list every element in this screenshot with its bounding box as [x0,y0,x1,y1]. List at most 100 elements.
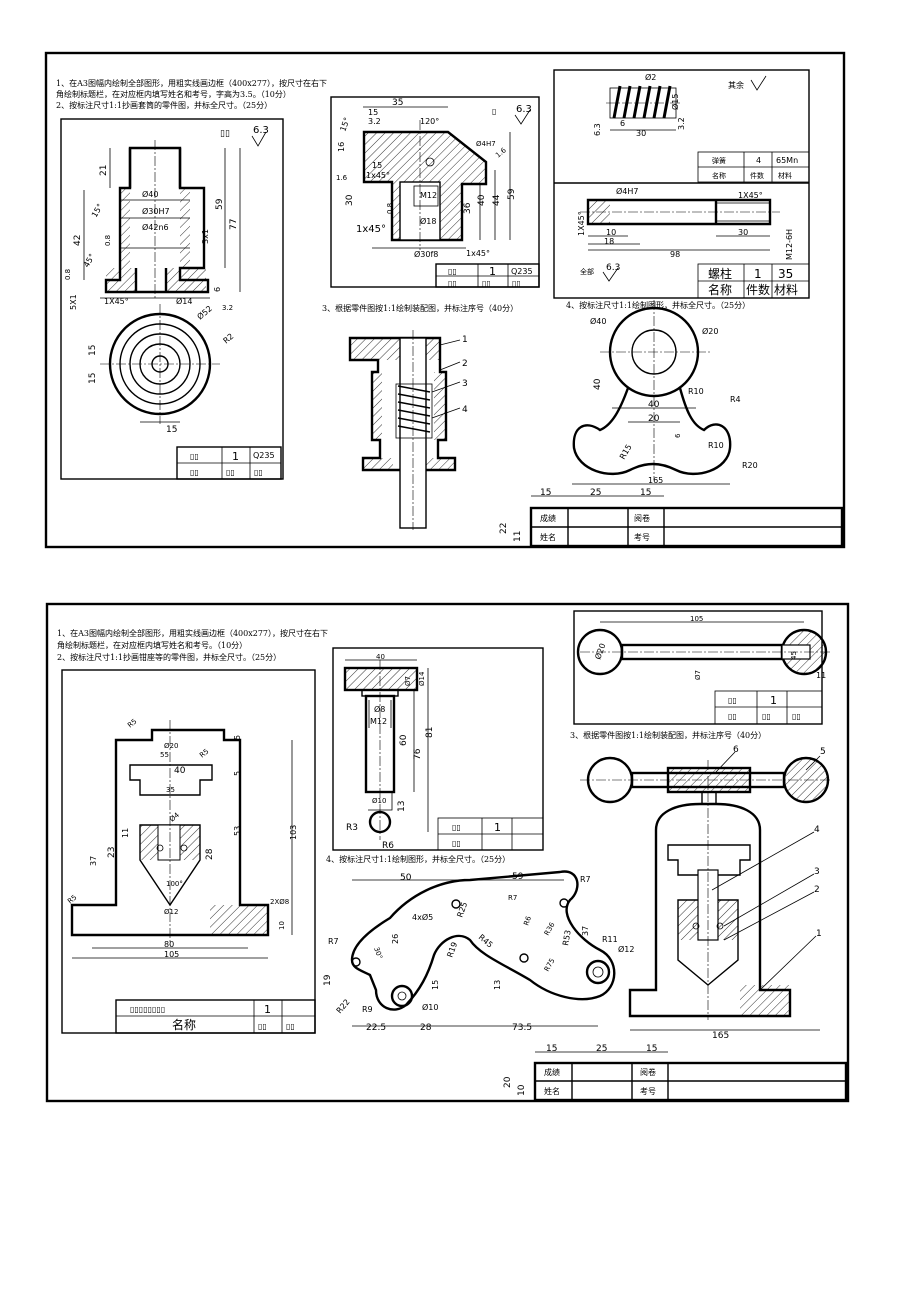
svg-text:▯▯: ▯▯ [286,1022,295,1031]
svg-text:98: 98 [670,250,680,259]
svg-text:阅卷: 阅卷 [634,513,650,523]
svg-text:R7: R7 [328,937,339,946]
svg-text:Ø18: Ø18 [420,216,436,226]
spring-screw-frame [553,69,810,299]
sleeve-drawing: ▯▯ 6.3 21 Ø40 Ø30H7 [60,118,284,480]
svg-text:2、按标注尺寸1:1抄画钳座等的零件图，并标全尺寸。（25分: 2、按标注尺寸1:1抄画钳座等的零件图，并标全尺寸。（25分） [57,652,281,662]
svg-text:25: 25 [596,1044,607,1054]
svg-text:5: 5 [820,747,826,757]
svg-text:▯▯: ▯▯ [254,468,263,477]
svg-text:Ø2: Ø2 [645,72,656,82]
instruction-line-1: 1、在A3图幅内绘制全部图形，用粗实线画边框（400x277），按尺寸在右下 [56,78,327,88]
svg-text:100°: 100° [166,880,183,888]
sheet-1-titleblock: 15 25 15 22 11 成绩 阅卷 姓名 考号 [499,488,844,548]
svg-text:1: 1 [816,929,822,939]
svg-text:10: 10 [278,921,286,930]
svg-text:R6: R6 [522,915,533,927]
svg-text:73.5: 73.5 [512,1023,532,1033]
svg-text:15: 15 [368,108,378,117]
svg-text:3: 3 [814,867,820,877]
handle-drawing: 105 Ø20 45 Ø7 11 ▯▯ ▯▯ 1 ▯▯ ▯▯ [573,610,830,725]
svg-text:5X1: 5X1 [69,294,78,310]
svg-text:30: 30 [636,129,646,138]
svg-text:2XØ8: 2XØ8 [270,898,289,906]
svg-text:1: 1 [494,821,501,834]
svg-text:Ø42n6: Ø42n6 [142,222,169,232]
svg-text:其余: 其余 [728,80,744,90]
svg-text:Ø40: Ø40 [142,189,158,199]
svg-text:15: 15 [431,980,440,990]
base-drawing: R5 Ø20 55 R5 5 40 5 35 Ø4 11 23 28 53 37… [61,669,316,1034]
svg-text:Q235: Q235 [253,451,275,460]
svg-text:姓名: 姓名 [544,1086,560,1096]
svg-text:M12: M12 [420,191,437,200]
hook-drawing: Ø40 Ø20 40 R10 R4 40 20 6 R10 R15 R20 16… [572,300,758,485]
svg-text:1x45°: 1x45° [466,249,490,258]
svg-text:22: 22 [499,523,509,534]
svg-text:11: 11 [121,828,130,838]
svg-text:1X45°: 1X45° [577,211,586,236]
svg-text:77: 77 [229,219,239,230]
svg-text:59: 59 [215,198,225,210]
screw2-drawing: 40 Ø7 Ø14 Ø8 M12 60 76 81 Ø10 13 R3 R6 ▯… [332,647,544,851]
svg-text:1x45°: 1x45° [356,224,386,235]
svg-text:6: 6 [213,287,222,292]
svg-text:R11: R11 [602,935,618,944]
spring-title-table: 弹簧 4 65Mn 名称 件数 材料 [697,151,810,183]
svg-text:Ø4H7: Ø4H7 [616,186,639,196]
svg-text:59: 59 [507,188,517,200]
svg-text:▯▯: ▯▯ [220,129,230,139]
svg-text:Q235: Q235 [511,267,533,276]
svg-text:阅卷: 阅卷 [640,1067,656,1077]
svg-text:40: 40 [477,194,487,206]
svg-text:成绩: 成绩 [544,1067,560,1077]
svg-text:Ø20: Ø20 [164,742,178,750]
svg-text:R5: R5 [66,893,78,905]
svg-text:1: 1 [489,265,496,278]
svg-text:1: 1 [754,267,762,281]
svg-text:1X45°: 1X45° [738,191,763,200]
svg-text:3x1: 3x1 [201,229,210,244]
sleeve-roughness: 6.3 [253,125,269,136]
svg-text:R6: R6 [382,841,394,851]
svg-text:R9: R9 [362,1005,373,1014]
svg-text:▯▯: ▯▯ [190,452,199,461]
svg-text:角绘制标题栏，在对应框内填写姓名和考号。（10分）: 角绘制标题栏，在对应框内填写姓名和考号。（10分） [57,640,247,650]
svg-text:R45: R45 [477,933,495,950]
svg-text:名称: 名称 [712,171,726,180]
svg-text:13: 13 [397,801,407,812]
svg-text:R10: R10 [688,387,704,396]
svg-text:▯▯: ▯▯ [452,839,461,848]
svg-text:15°: 15° [90,202,105,219]
svg-text:R5: R5 [126,717,138,729]
svg-text:弹簧: 弹簧 [712,156,726,165]
svg-text:0.8: 0.8 [104,235,112,246]
svg-text:15: 15 [88,345,98,356]
svg-text:名称: 名称 [708,282,732,297]
svg-text:1.6: 1.6 [336,174,348,182]
svg-text:3.2: 3.2 [222,304,233,312]
svg-text:13: 13 [493,980,502,990]
sheet-2: 1、在A3图幅内绘制全部图形，用粗实线画边框（400x277），按尺寸在右下 角… [45,602,850,1103]
svg-text:▯▯: ▯▯ [762,712,771,721]
svg-text:6.3: 6.3 [593,123,602,136]
svg-text:36: 36 [463,202,473,214]
svg-text:▯▯: ▯▯ [452,823,461,832]
svg-text:Ø12: Ø12 [164,908,178,916]
svg-text:R53: R53 [561,929,573,946]
svg-text:1: 1 [770,694,777,707]
svg-text:3.2: 3.2 [368,117,381,126]
svg-text:▯▯: ▯▯ [512,279,521,288]
handle-frame [573,610,823,725]
svg-text:6.3: 6.3 [516,104,532,115]
svg-text:▯: ▯ [492,107,496,116]
sheet-1-instructions: 1、在A3图幅内绘制全部图形，用粗实线画边框（400x277），按尺寸在右下 角… [56,78,327,110]
svg-text:4: 4 [814,825,820,835]
svg-text:80: 80 [164,940,174,949]
svg-text:考号: 考号 [634,533,650,542]
svg-text:R7: R7 [580,875,591,884]
svg-text:Ø14: Ø14 [418,671,426,686]
svg-text:30°: 30° [372,946,384,960]
svg-text:28: 28 [420,1023,432,1033]
screw-drawing: Ø4H7 1X45° 1X45° 10 18 30 98 M12-6H 全部 6… [577,186,794,282]
